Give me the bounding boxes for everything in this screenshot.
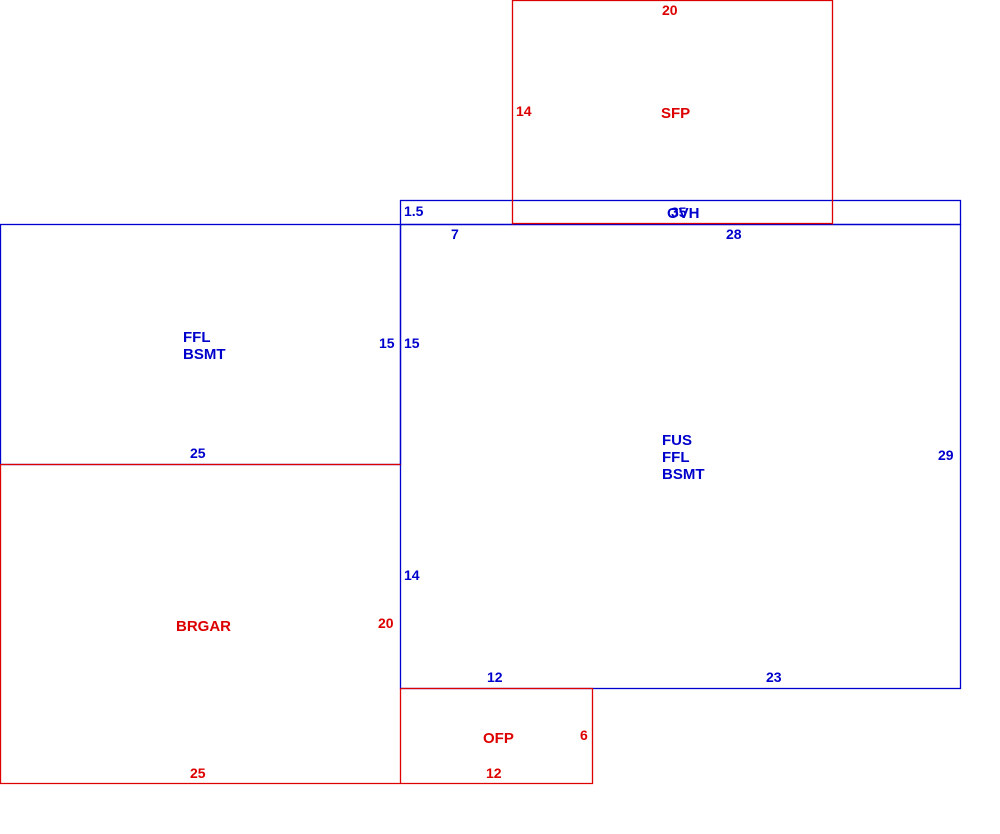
dim-porch-right: 6 xyxy=(580,727,588,743)
dim-left-bottom: 25 xyxy=(190,445,206,461)
ovh-area-outline[interactable] xyxy=(399,199,962,226)
dim-main-bottom-b: 23 xyxy=(766,669,782,685)
left-area-label-1: FFL xyxy=(183,329,211,346)
garage-area-outline[interactable] xyxy=(0,463,401,785)
dim-main-top-a: 7 xyxy=(451,226,459,242)
ovh-area-label: OVH xyxy=(667,205,700,222)
dim-left-right: 15 xyxy=(379,335,395,351)
dim-ovh-top: 35 xyxy=(671,204,687,220)
main-area-label-2: FFL xyxy=(662,449,690,466)
porch-area-label: OFP xyxy=(483,730,514,747)
main-area-label-3: BSMT xyxy=(662,466,705,483)
dim-sfp-side: 14 xyxy=(516,103,532,119)
dim-garage-right: 20 xyxy=(378,615,394,631)
dim-ovh-side: 1.5 xyxy=(404,203,424,219)
dim-main-left-upper: 15 xyxy=(404,335,420,351)
porch-area-outline[interactable] xyxy=(400,687,594,785)
dim-porch-bottom: 12 xyxy=(486,765,502,781)
dim-main-top-b: 28 xyxy=(726,226,742,242)
left-area-label-2: BSMT xyxy=(183,346,226,363)
dim-main-bottom-a: 12 xyxy=(487,669,503,685)
sfp-area-outline[interactable] xyxy=(511,0,834,225)
garage-area-label: BRGAR xyxy=(176,618,231,635)
dim-sfp-top: 20 xyxy=(662,2,678,18)
dim-garage-bottom: 25 xyxy=(190,765,206,781)
main-area-label-1: FUS xyxy=(662,432,692,449)
dim-main-right: 29 xyxy=(938,447,954,463)
dim-main-left-lower: 14 xyxy=(404,567,420,583)
sfp-area-label: SFP xyxy=(661,105,690,122)
